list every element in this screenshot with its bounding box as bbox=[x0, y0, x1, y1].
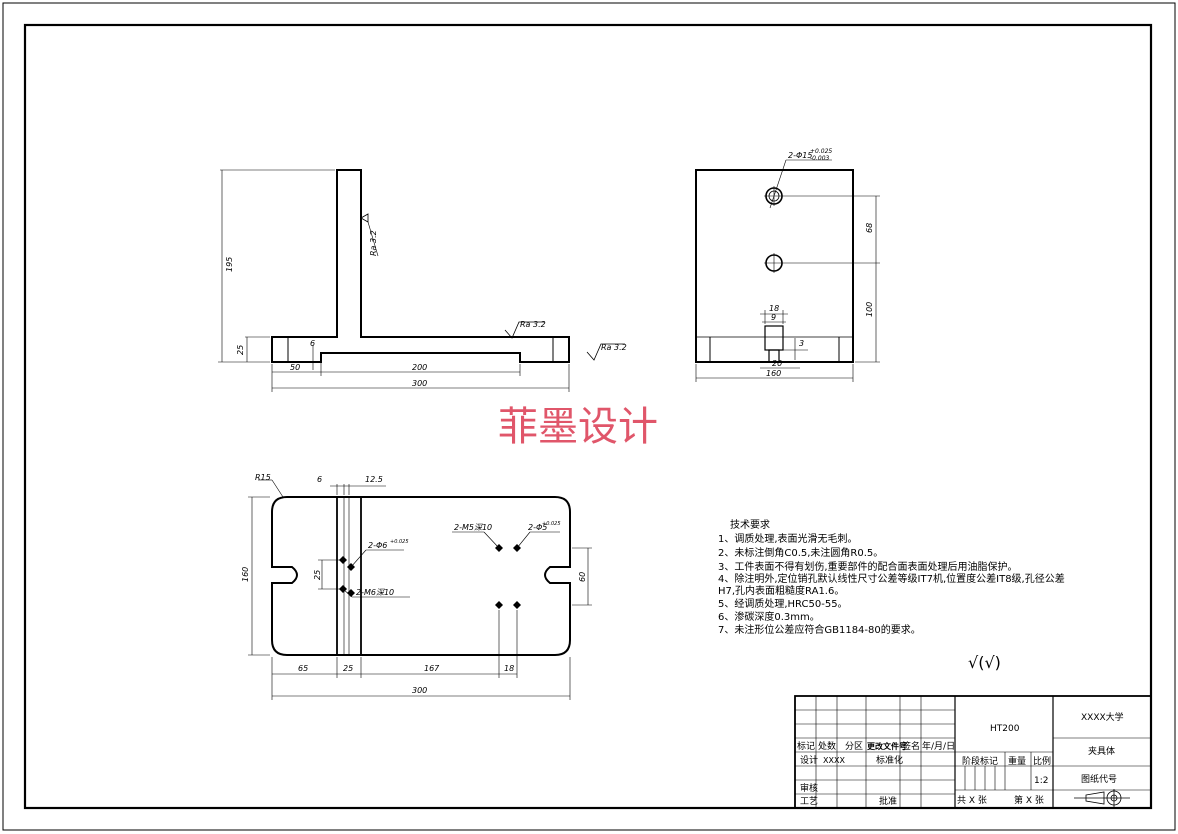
tb-label: 分区 bbox=[845, 741, 863, 752]
side-hole-tol-upper: +0.025 bbox=[810, 148, 832, 155]
tech-item: 6、渗碳深度0.3mm。 bbox=[718, 610, 820, 623]
roughness-right: Ra 3.2 bbox=[601, 343, 627, 352]
top-hole-callout-4-tol: +0.025 bbox=[542, 521, 561, 527]
top-dim-12-5: 12.5 bbox=[365, 475, 383, 484]
tb-scale: 1:2 bbox=[1034, 776, 1048, 786]
tb-sheets-total: 共 X 张 bbox=[957, 795, 987, 806]
front-height-dim: 195 bbox=[225, 257, 234, 272]
side-slot-width-dim: 20 bbox=[772, 359, 782, 368]
tb-label: 处数 bbox=[818, 740, 836, 752]
tb-material: HT200 bbox=[990, 724, 1020, 734]
tech-requirements: 技术要求 1、调质处理,表面光滑无毛刺。 2、未标注倒角C0.5,未注圆角R0.… bbox=[718, 518, 1065, 672]
side-hole-spacing-dim: 68 bbox=[865, 223, 874, 233]
top-dim-total: 300 bbox=[412, 686, 427, 695]
tb-ratio-label: 比例 bbox=[1033, 755, 1051, 767]
top-dim-160: 160 bbox=[241, 567, 250, 582]
tb-drawing-code: 图纸代号 bbox=[1081, 773, 1117, 785]
side-hole-tol-lower: -0.003 bbox=[810, 155, 830, 162]
tb-standardize-label: 标准化 bbox=[876, 754, 903, 766]
tb-stage-label: 阶段标记 bbox=[962, 755, 998, 767]
top-dim-167: 167 bbox=[424, 664, 440, 673]
tb-review-label: 审核 bbox=[800, 782, 818, 794]
top-hole-callout-1-tol: +0.025 bbox=[390, 539, 409, 545]
tb-school: XXXX大学 bbox=[1081, 711, 1124, 723]
projection-symbol-icon bbox=[1074, 789, 1130, 807]
tb-approve-label: 批准 bbox=[879, 795, 897, 807]
top-hole-callout-3: 2-M5深10 bbox=[454, 523, 492, 532]
tech-item: 4、除注明外,定位销孔默认线性尺寸公差等级IT7机,位置度公差IT8级,孔径公差 bbox=[718, 572, 1065, 585]
tech-item: 3、工件表面不得有划伤,重要部件的配合面表面处理后用油脂保护。 bbox=[718, 560, 1018, 573]
top-hole-callout-4: 2-Φ5 bbox=[528, 523, 547, 532]
front-total-dim: 300 bbox=[412, 379, 427, 388]
top-hole-callout-1: 2-Φ6 bbox=[368, 541, 387, 550]
tb-label: 更改文件号 bbox=[867, 741, 907, 751]
tech-item: H7,孔内表面粗糙度RA1.6。 bbox=[718, 584, 844, 597]
tb-label: 年/月/日 bbox=[922, 740, 955, 752]
side-height-dim: 100 bbox=[865, 302, 874, 317]
front-base-height-dim: 25 bbox=[236, 345, 245, 355]
surface-symbol: √(√) bbox=[968, 653, 1001, 672]
side-hole-callout: 2-Φ15 bbox=[788, 151, 812, 160]
side-slot-dim-a: 18 bbox=[769, 304, 779, 313]
top-dim-25: 25 bbox=[343, 664, 353, 673]
roughness-top: Ra 3.2 bbox=[520, 320, 546, 329]
top-radius: R15 bbox=[255, 473, 271, 482]
top-dim-65: 65 bbox=[298, 664, 308, 673]
front-view bbox=[218, 169, 625, 392]
top-dim-60: 60 bbox=[578, 572, 587, 582]
tb-design-label: 设计 bbox=[800, 754, 818, 766]
tech-item: 1、调质处理,表面光滑无毛刺。 bbox=[718, 532, 858, 545]
tb-design-value: XXXX bbox=[823, 756, 845, 765]
tb-label: 签名 bbox=[902, 740, 920, 752]
tb-process-label: 工艺 bbox=[800, 796, 818, 807]
side-view bbox=[695, 159, 880, 382]
tech-title: 技术要求 bbox=[730, 518, 770, 531]
tb-part-name: 夹具体 bbox=[1088, 745, 1115, 757]
tb-weight-label: 重量 bbox=[1008, 755, 1026, 767]
side-slot-depth-dim: 3 bbox=[799, 339, 804, 348]
side-width-dim: 160 bbox=[766, 369, 781, 378]
tech-item: 2、未标注倒角C0.5,未注圆角R0.5。 bbox=[718, 546, 883, 559]
inner-border bbox=[23, 23, 1153, 810]
tb-label: 标记 bbox=[797, 740, 815, 752]
tb-sheet-no: 第 X 张 bbox=[1014, 794, 1044, 806]
front-small-dim: 6 bbox=[310, 339, 315, 348]
tech-item: 5、经调质处理,HRC50-55。 bbox=[718, 597, 848, 610]
top-view bbox=[248, 479, 592, 700]
roughness-vertical: Ra 3.2 bbox=[369, 230, 378, 256]
top-hole-callout-2: 2-M6深10 bbox=[356, 588, 394, 597]
watermark: 菲墨设计 bbox=[498, 404, 658, 450]
side-slot-dim-b: 9 bbox=[771, 313, 776, 322]
top-dim-25-vertical: 25 bbox=[313, 570, 322, 580]
top-dim-6: 6 bbox=[317, 475, 322, 484]
tech-item: 7、未注形位公差应符合GB1184-80的要求。 bbox=[718, 623, 921, 636]
front-left-dim: 50 bbox=[290, 363, 300, 372]
title-block bbox=[794, 695, 1152, 809]
top-dim-18: 18 bbox=[504, 664, 514, 673]
front-middle-dim: 200 bbox=[412, 363, 427, 372]
